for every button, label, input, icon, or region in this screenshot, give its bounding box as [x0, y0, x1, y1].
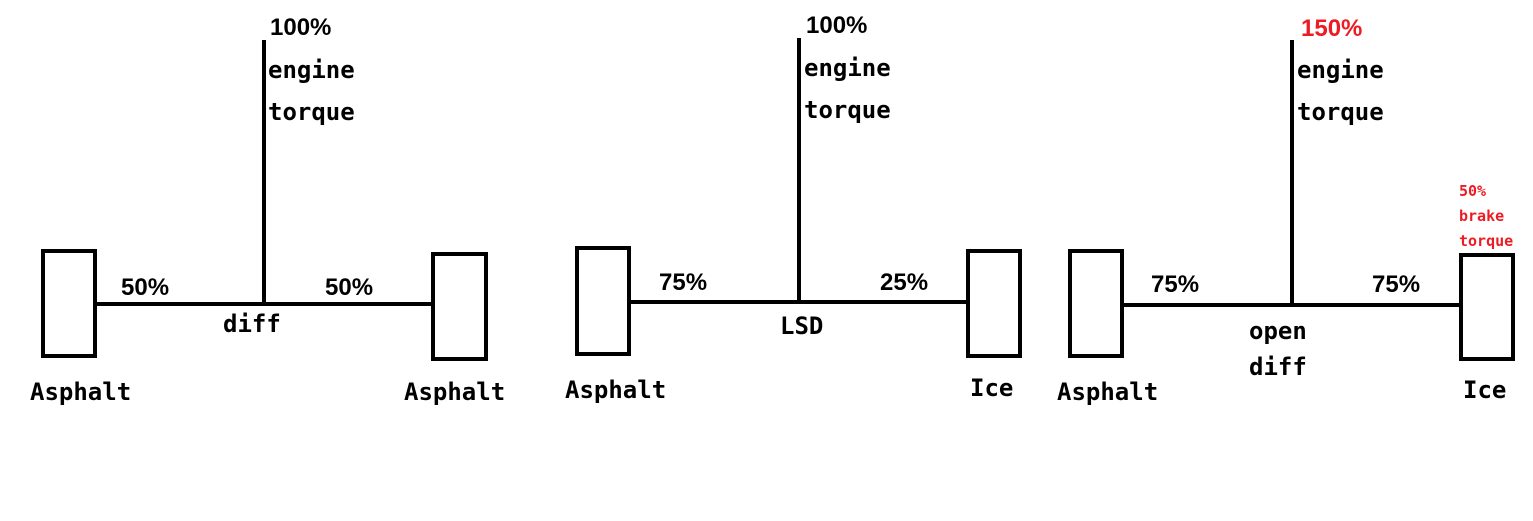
right-wheel — [431, 252, 488, 361]
diff-label: diff — [223, 310, 281, 338]
right-torque-percent: 50% — [325, 274, 373, 301]
brake-torque-label: torque — [1459, 232, 1513, 250]
right-wheel — [966, 249, 1022, 358]
left-surface-label: Asphalt — [1057, 378, 1158, 406]
left-wheel — [1068, 249, 1124, 358]
right-surface-label: Ice — [1463, 376, 1506, 404]
right-wheel — [1459, 253, 1515, 361]
left-wheel — [575, 246, 631, 356]
engine-label: engine — [804, 54, 891, 82]
diff-label-line1: open — [1249, 317, 1307, 345]
left-surface-label: Asphalt — [565, 376, 666, 404]
panel-open-diff-asphalt: 100% engine torque 50% 50% diff Asphalt … — [30, 14, 505, 406]
brake-torque-percent: 50% — [1459, 182, 1486, 200]
left-surface-label: Asphalt — [30, 378, 131, 406]
engine-torque-percent: 150% — [1301, 15, 1362, 42]
engine-torque-percent: 100% — [270, 14, 331, 41]
left-wheel — [41, 249, 97, 358]
left-torque-percent: 75% — [1151, 271, 1199, 298]
right-torque-percent: 75% — [1372, 271, 1420, 298]
engine-label: engine — [1297, 56, 1384, 84]
engine-label: engine — [268, 56, 355, 84]
right-surface-label: Asphalt — [404, 378, 505, 406]
panel-lsd-asphalt-ice: 100% engine torque 75% 25% LSD Asphalt I… — [565, 12, 1022, 404]
right-surface-label: Ice — [970, 374, 1013, 402]
left-torque-percent: 50% — [121, 274, 169, 301]
right-torque-percent: 25% — [880, 269, 928, 296]
diff-label-line2: diff — [1249, 353, 1307, 381]
torque-label: torque — [268, 98, 355, 126]
diff-label: LSD — [780, 312, 823, 340]
torque-label: torque — [1297, 98, 1384, 126]
torque-label: torque — [804, 96, 891, 124]
left-torque-percent: 75% — [659, 269, 707, 296]
brake-label: brake — [1459, 207, 1504, 225]
engine-torque-percent: 100% — [806, 12, 867, 39]
panel-open-diff-brake: 150% engine torque 75% 75% open diff Asp… — [1057, 15, 1515, 406]
